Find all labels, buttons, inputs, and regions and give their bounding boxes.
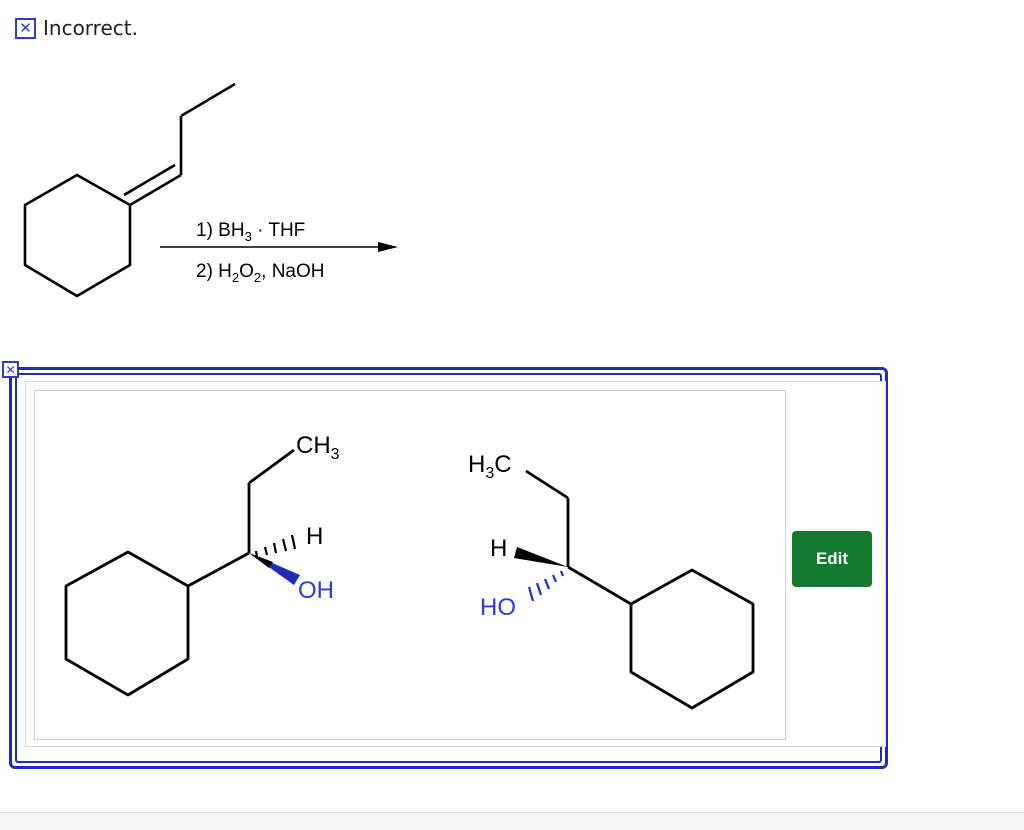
answer-structures: CH3 H OH — [64, 432, 755, 710]
answer-incorrect-x-icon: ✕ — [2, 361, 19, 378]
reaction-scheme: 1) BH3 · THF 2) H2O2, NaOH — [23, 82, 398, 298]
product-2-ho-label: HO — [480, 594, 516, 621]
condition-step-1: 1) BH3 · THF — [196, 220, 305, 244]
product-1-oh-label: OH — [298, 577, 334, 604]
status-text: Incorrect. — [43, 16, 138, 40]
condition-step-2: 2) H2O2, NaOH — [196, 261, 325, 285]
structure-canvas[interactable]: CH3 H OH — [34, 390, 786, 740]
footer-divider — [0, 812, 1024, 830]
x-icon: ✕ — [15, 17, 36, 39]
starting-material — [23, 82, 236, 298]
product-1-structure: CH3 H OH — [64, 432, 340, 697]
product-2-h3c-label: H3C — [468, 451, 512, 482]
status-indicator: ✕ Incorrect. — [15, 16, 138, 40]
product-2-h-label: H — [490, 535, 507, 562]
product-1-ch3-label: CH3 — [296, 432, 340, 463]
answer-box: CH3 H OH — [9, 367, 888, 769]
drawing-panel: CH3 H OH — [25, 381, 886, 747]
reaction-arrow — [160, 242, 398, 252]
product-2-structure: H3C H HO — [468, 451, 755, 710]
product-1-h-label: H — [306, 523, 323, 550]
edit-button[interactable]: Edit — [792, 531, 872, 587]
